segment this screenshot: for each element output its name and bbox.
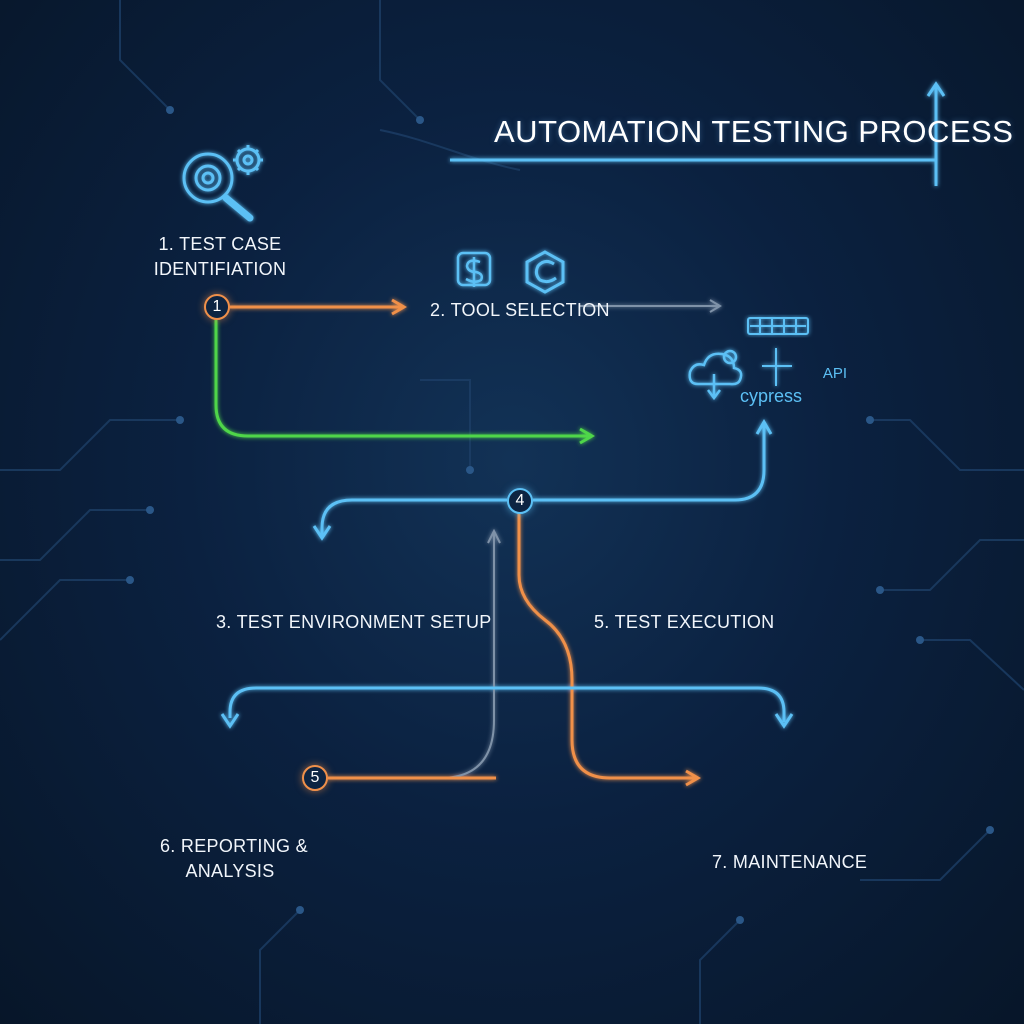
arrowhead-green xyxy=(579,427,595,445)
node-1: 1 xyxy=(204,294,230,320)
arrowhead-tools xyxy=(709,299,722,313)
step-6-label-line2: ANALYSIS xyxy=(185,861,275,881)
step-7-label: 7. MAINTENANCE xyxy=(712,852,868,872)
connector-4-to-3 xyxy=(320,498,507,536)
arrowhead-2 xyxy=(391,298,407,316)
server-rack-icon xyxy=(747,317,809,335)
step-1-label-line1: 1. TEST CASE xyxy=(158,234,282,254)
arrowhead-7 xyxy=(774,713,794,729)
cloud-sync-icon xyxy=(688,349,743,401)
step-1-label-line2: IDENTIFIATION xyxy=(153,259,287,279)
step-3-label: 3. TEST ENVIRONMENT SETUP xyxy=(216,612,492,632)
connector-gray-up xyxy=(439,533,495,779)
diagram-title: AUTOMATION TESTING PROCESS xyxy=(494,114,1014,149)
background-dots xyxy=(126,106,994,924)
magnifier-gears-icon xyxy=(182,145,263,222)
arrowhead-7-orange xyxy=(685,769,701,787)
node-4: 4 xyxy=(507,488,533,514)
arrowhead-3 xyxy=(312,525,332,541)
connector-top-bus xyxy=(228,686,786,722)
arrowhead-6 xyxy=(220,713,240,729)
selenium-icon xyxy=(456,251,492,287)
node-5: 5 xyxy=(302,765,328,791)
step-6-label-line1: 6. REPORTING & xyxy=(160,836,308,856)
connector-1-green xyxy=(214,320,590,438)
title-bracket-arrow xyxy=(450,81,946,186)
tool-logo-icon xyxy=(525,250,565,294)
connector-4-to-tools xyxy=(533,425,766,502)
arrowhead-gray-up xyxy=(487,528,501,544)
step-5-label: 5. TEST EXECUTION xyxy=(594,612,775,632)
step-1-label: 1. TEST CASE IDENTIFIATION xyxy=(150,232,290,282)
api-label: API xyxy=(822,365,848,382)
arrowhead-tools-up xyxy=(755,419,773,435)
step-2-label: 2. TOOL SELECTION xyxy=(430,300,610,320)
step-6-label: 6. REPORTING & ANALYSIS xyxy=(160,834,308,884)
connector-4-to-7 xyxy=(517,513,696,780)
crosshair-icon xyxy=(762,348,792,386)
cypress-label: cypress xyxy=(740,386,803,406)
